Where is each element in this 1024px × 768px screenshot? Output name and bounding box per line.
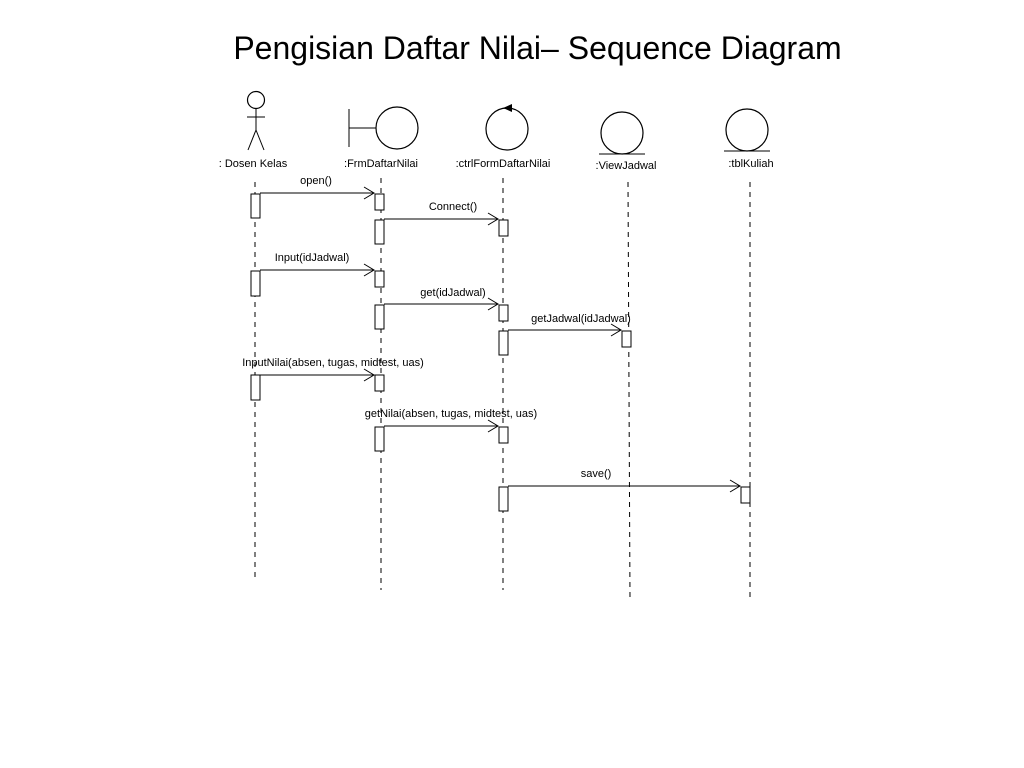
message-label: getJadwal(idJadwal): [531, 313, 631, 325]
participant-label: :FrmDaftarNilai: [344, 158, 418, 170]
message-arrow: [508, 479, 741, 493]
activation-box: [740, 486, 751, 504]
message-arrow: [260, 186, 375, 200]
message-label: open(): [300, 175, 332, 187]
activation-box: [498, 219, 509, 237]
activation-box: [374, 304, 385, 330]
activation-box: [374, 374, 385, 392]
activation-box: [374, 193, 385, 211]
actor-icon: [246, 90, 266, 151]
activation-box: [250, 193, 261, 219]
message-arrow: [384, 419, 499, 433]
participant-label: :ctrlFormDaftarNilai: [456, 158, 551, 170]
activation-box: [250, 270, 261, 297]
activation-box: [498, 330, 509, 356]
message-label: Input(idJadwal): [275, 252, 350, 264]
participant-label: :tblKuliah: [728, 158, 773, 170]
activation-box: [374, 426, 385, 452]
participant-label: : Dosen Kelas: [219, 158, 288, 170]
message-arrow: [384, 212, 499, 226]
entity-icon: [599, 111, 645, 155]
message-label: save(): [581, 468, 612, 480]
activation-box: [374, 219, 385, 245]
control-icon: [485, 104, 529, 151]
message-label: Connect(): [429, 201, 477, 213]
activation-box: [498, 486, 509, 512]
message-arrow: [508, 323, 622, 337]
message-arrow: [260, 263, 375, 277]
boundary-icon: [348, 106, 419, 150]
participant-label: :ViewJadwal: [596, 160, 657, 172]
message-label: get(idJadwal): [420, 287, 485, 299]
activation-box: [250, 374, 261, 401]
activation-box: [498, 426, 509, 444]
lifeline: [627, 181, 631, 601]
message-arrow: [260, 368, 375, 382]
message-label: getNilai(absen, tugas, midtest, uas): [365, 408, 537, 420]
message-label: InputNilai(absen, tugas, midtest, uas): [242, 357, 424, 369]
diagram-title: Pengisian Daftar Nilai– Sequence Diagram: [233, 30, 842, 66]
activation-box: [621, 330, 632, 348]
entity-icon: [724, 108, 770, 152]
activation-box: [374, 270, 385, 288]
message-arrow: [384, 297, 499, 311]
activation-box: [498, 304, 509, 322]
